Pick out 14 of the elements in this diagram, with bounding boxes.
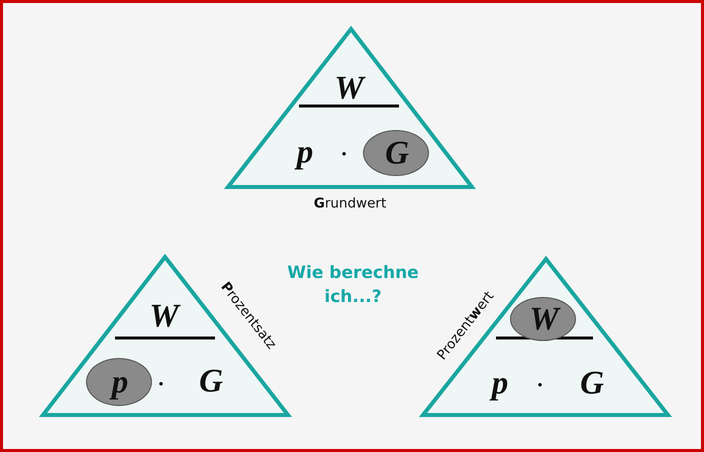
formula-variable: W — [334, 72, 364, 106]
formula-variable: W — [149, 300, 179, 334]
multiplication-dot: · — [340, 143, 348, 165]
formula-variable: W — [529, 304, 559, 336]
multiplication-dot: · — [157, 373, 165, 395]
formula-variable: G — [580, 368, 604, 400]
formula-variable: p — [112, 366, 128, 400]
formula-variable: p — [296, 136, 314, 170]
formula-variable: G — [385, 138, 409, 170]
formula-variable: p — [492, 368, 508, 400]
heading: Wie berechne ich...? — [286, 262, 420, 309]
multiplication-dot: · — [536, 374, 544, 396]
formula-variable: G — [199, 366, 223, 398]
caption-text: Grundwert — [314, 196, 386, 212]
